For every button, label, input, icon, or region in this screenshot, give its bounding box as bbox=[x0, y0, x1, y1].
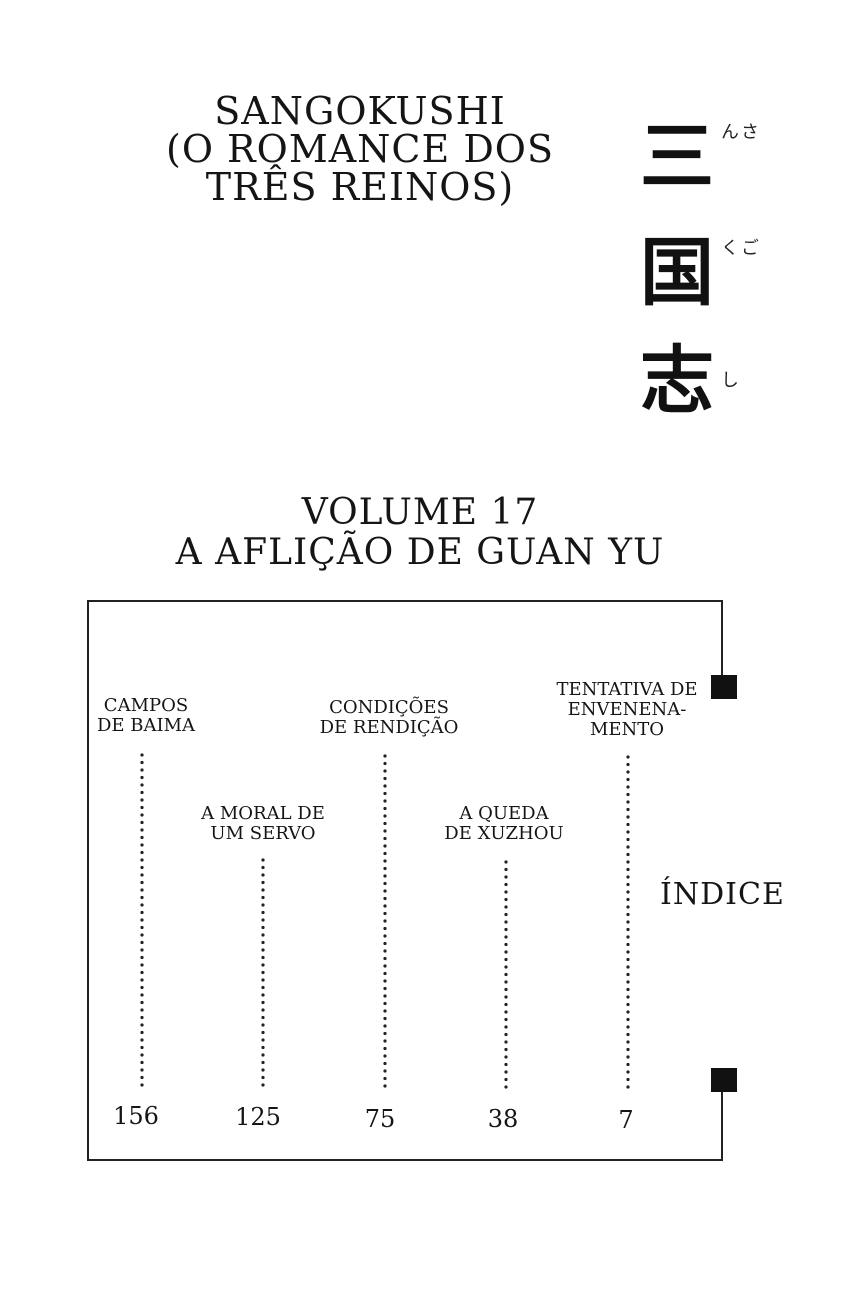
leader-a-queda-de-xuzhou bbox=[504, 860, 508, 1089]
toc-border bbox=[87, 600, 723, 1161]
volume-heading: VOLUME 17 A AFLIÇÃO DE GUAN YU bbox=[120, 493, 720, 573]
page-number-125: 125 bbox=[235, 1103, 281, 1131]
series-title-line-2: (O ROMANCE DOS bbox=[166, 127, 554, 171]
series-title: SANGOKUSHI (O ROMANCE DOS TRÊS REINOS) bbox=[110, 92, 610, 206]
toc-marker-bottom bbox=[711, 1068, 737, 1092]
kana-san: さん bbox=[718, 122, 759, 140]
chapter-a-queda-de-xuzhou: A QUEDA DE XUZHOU bbox=[444, 803, 564, 844]
volume-subtitle: A AFLIÇÃO DE GUAN YU bbox=[175, 532, 665, 573]
toc-marker-top bbox=[711, 675, 737, 699]
dotted-leaders bbox=[140, 753, 630, 1089]
page-number-38: 38 bbox=[487, 1105, 519, 1133]
series-title-line-1: SANGOKUSHI bbox=[214, 89, 506, 133]
chapter-condicoes-de-rendicao: CONDIÇÕES DE RENDIÇÃO bbox=[319, 697, 459, 738]
series-title-line-3: TRÊS REINOS) bbox=[205, 165, 515, 209]
leader-tentativa-de-envenenamento bbox=[626, 755, 630, 1089]
chapter-campos-de-baima: CAMPOS DE BAIMA bbox=[96, 695, 196, 736]
volume-number: VOLUME 17 bbox=[301, 492, 539, 533]
leader-condicoes-de-rendicao bbox=[383, 754, 387, 1088]
chapter-tentativa-de-envenenamento: TENTATIVA DE ENVENENA- MENTO bbox=[556, 679, 698, 740]
page-number-75: 75 bbox=[364, 1105, 396, 1133]
kanji-shi: 志 bbox=[640, 338, 714, 424]
leader-campos-de-baima bbox=[140, 753, 144, 1087]
index-heading: ÍNDICE bbox=[660, 877, 785, 912]
kanji-goku: 国 bbox=[640, 230, 714, 316]
kana-shi: し bbox=[718, 370, 739, 388]
kana-goku: ごく bbox=[718, 238, 759, 256]
page-number-156: 156 bbox=[113, 1102, 159, 1130]
kanji-san: 三 bbox=[640, 114, 714, 200]
page-number-7: 7 bbox=[618, 1106, 634, 1134]
chapter-a-moral-de-um-servo: A MORAL DE UM SERVO bbox=[201, 803, 325, 844]
leader-a-moral-de-um-servo bbox=[261, 858, 265, 1087]
